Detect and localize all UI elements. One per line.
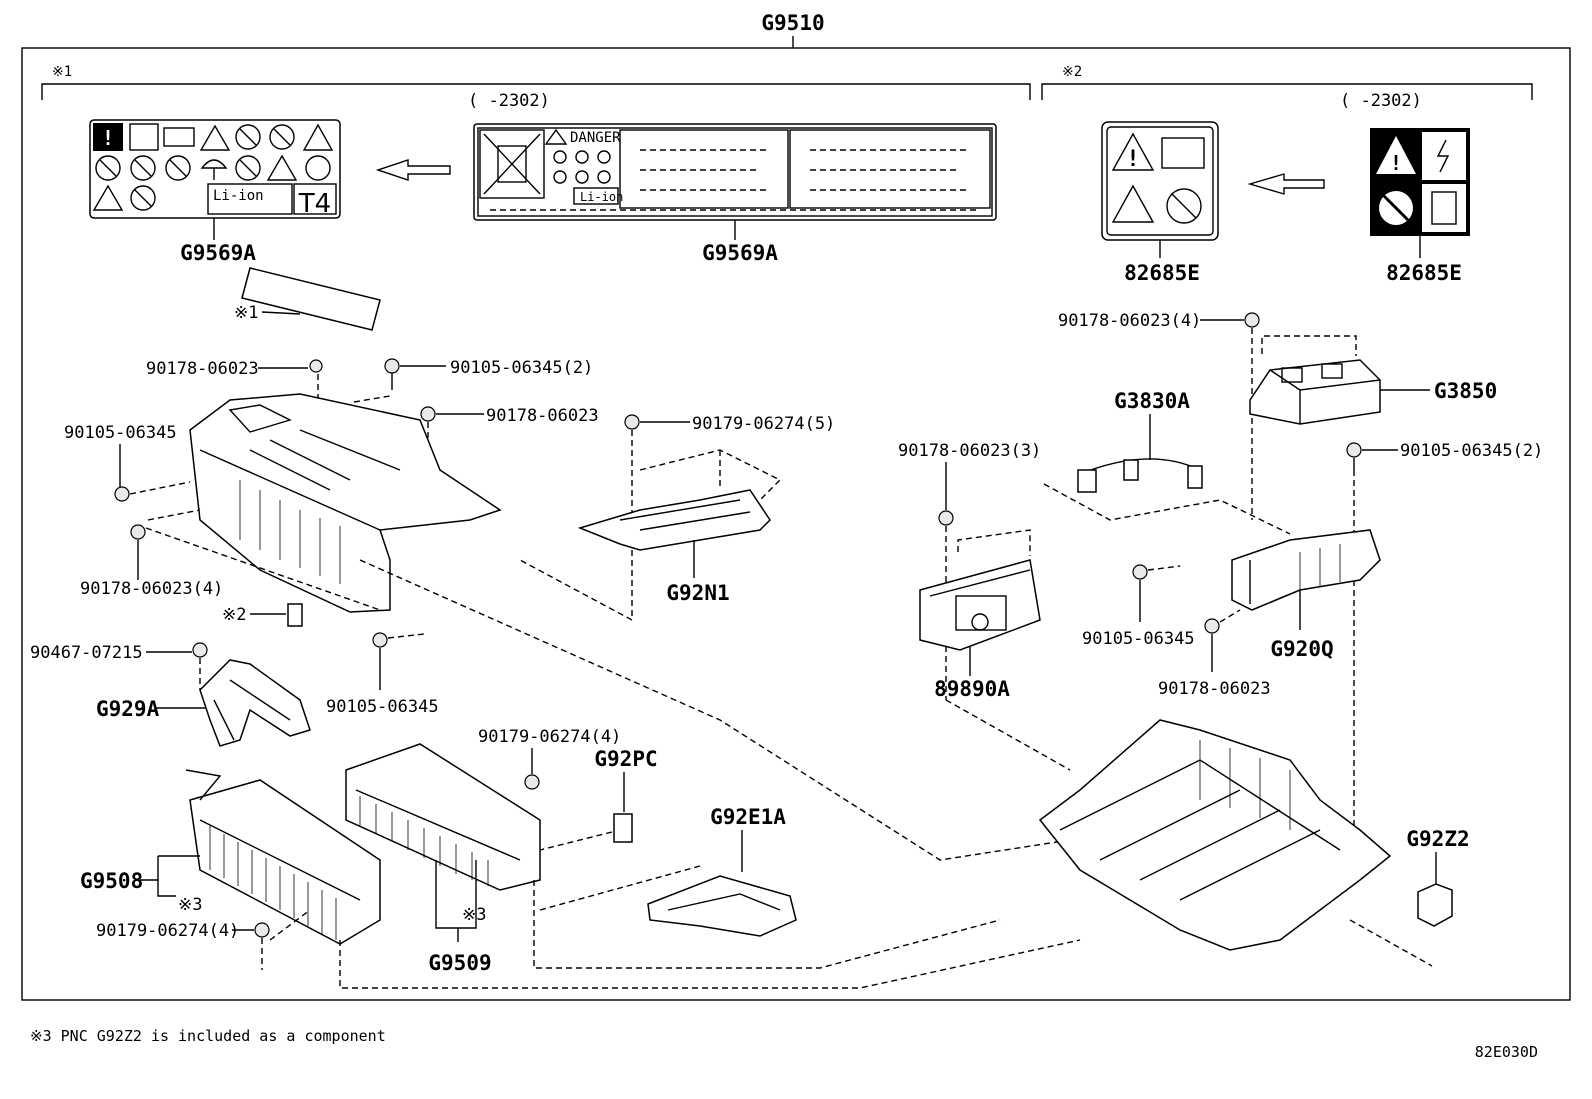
marker-2-sheet: ※2 [222, 605, 246, 625]
label-90179-4-top: 90179-06274(4) [478, 727, 621, 747]
label-90105-2: 90105-06345(2) [450, 358, 593, 378]
nut-90178-4 [130, 524, 146, 540]
label-g92pc: G92PC [594, 747, 657, 771]
label-g92e1a: G92E1A [710, 805, 786, 829]
marker-3-right: ※3 [462, 905, 486, 925]
svg-text:!: ! [1390, 151, 1402, 175]
nut-90178-3 [938, 510, 954, 526]
marker-3-left: ※3 [178, 895, 202, 915]
label-89890a: 89890A [934, 677, 1010, 701]
group2-date-note: ( -2302) [1340, 91, 1422, 111]
danger-text: DANGER [570, 130, 621, 146]
nut-90178-4-right [1244, 312, 1260, 328]
label-82685e-left: 82685E [1124, 261, 1200, 285]
label-90105-right: 90105-06345 [1082, 629, 1195, 649]
label-g3850: G3850 [1434, 379, 1497, 403]
drawing-code: 82E030D [1475, 1043, 1538, 1061]
label-90178-4: 90178-06023(4) [80, 579, 223, 599]
label-90105-mid: 90105-06345 [326, 697, 439, 717]
bolt-90105-2 [384, 358, 400, 374]
label-90178-4-right: 90178-06023(4) [1058, 311, 1201, 331]
left-arrow [375, 159, 451, 181]
label-g9509: G9509 [428, 951, 491, 975]
label-g9508: G9508 [80, 869, 143, 893]
group1-bracket [41, 83, 1031, 100]
small-plate [287, 603, 303, 627]
label-90467: 90467-07215 [30, 643, 143, 663]
bolt-90179-4-bottom [254, 922, 270, 938]
assembly-frame [21, 47, 1571, 1001]
svg-text:!: ! [102, 126, 114, 150]
label-g9569a-left: G9569A [180, 241, 256, 265]
footnote: ※3 PNC G92Z2 is included as a component [30, 1027, 386, 1045]
warning-label-old: ! [1370, 128, 1470, 236]
ecu-89890a [919, 559, 1041, 651]
bolt-90105-left [114, 486, 130, 502]
label-82685e-right: 82685E [1386, 261, 1462, 285]
label-g92z2: G92Z2 [1406, 827, 1469, 851]
bolt-90105-mid [372, 632, 388, 648]
right-arrow [1247, 173, 1325, 195]
label-g92n1: G92N1 [666, 581, 729, 605]
t4-label: T4 [298, 189, 331, 219]
duct-g92e1a [647, 875, 797, 937]
label-90105-2-right: 90105-06345(2) [1400, 441, 1543, 461]
duct-g929a [199, 659, 311, 747]
junction-block-g3850 [1249, 359, 1381, 425]
battery-bracket-g92n1 [577, 489, 771, 551]
label-90178-right: 90178-06023 [1158, 679, 1271, 699]
bolt-90179-4-top [524, 774, 540, 790]
battery-lower-tray [1038, 719, 1392, 951]
bolt-90179-5 [624, 414, 640, 430]
clip-90467 [192, 642, 208, 658]
group1-marker: ※1 [52, 64, 72, 80]
label-90105-left: 90105-06345 [64, 423, 177, 443]
label-g920q: G920Q [1270, 637, 1333, 661]
warning-label-new: ! [1101, 121, 1219, 241]
label-g929a: G929A [96, 697, 160, 721]
caution-label-left: ! Li-ion T4 [89, 119, 341, 219]
sensor-g92pc [613, 813, 633, 843]
liion-label-small: Li-ion [580, 190, 623, 204]
label-g3830a: G3830A [1114, 389, 1190, 413]
svg-text:!: ! [1126, 147, 1139, 172]
upper-battery-cover [189, 393, 502, 613]
battery-stack-g9508 [185, 769, 381, 945]
label-g9569a-right: G9569A [702, 241, 778, 265]
label-90178-3: 90178-06023(3) [898, 441, 1041, 461]
nut-90178-right [1204, 618, 1220, 634]
group2-bracket [1041, 83, 1533, 100]
bolt-90105-right [1132, 564, 1148, 580]
label-90179-4-bottom: 90179-06274(4) [96, 921, 239, 941]
liion-label: Li-ion [213, 188, 264, 204]
label-90179-5: 90179-06274(5) [692, 414, 835, 434]
danger-label-old: DANGER Li-ion [473, 123, 997, 221]
nut-90178-a [309, 359, 323, 373]
group1-date-note: ( -2302) [468, 91, 550, 111]
battery-stack-g9509 [345, 743, 541, 891]
clip-g92z2 [1417, 883, 1453, 927]
label-90178-a: 90178-06023 [146, 359, 259, 379]
nut-90178-b [420, 406, 436, 422]
wire-harness-g3830a [1077, 458, 1203, 493]
bracket-g920q [1231, 529, 1381, 611]
assembly-number: G9510 [761, 11, 824, 35]
marker-1-sheet: ※1 [234, 303, 258, 323]
bolt-90105-2-right [1346, 442, 1362, 458]
insulator-sheet [241, 267, 381, 331]
group2-marker: ※2 [1062, 64, 1082, 80]
label-90178-b: 90178-06023 [486, 406, 599, 426]
